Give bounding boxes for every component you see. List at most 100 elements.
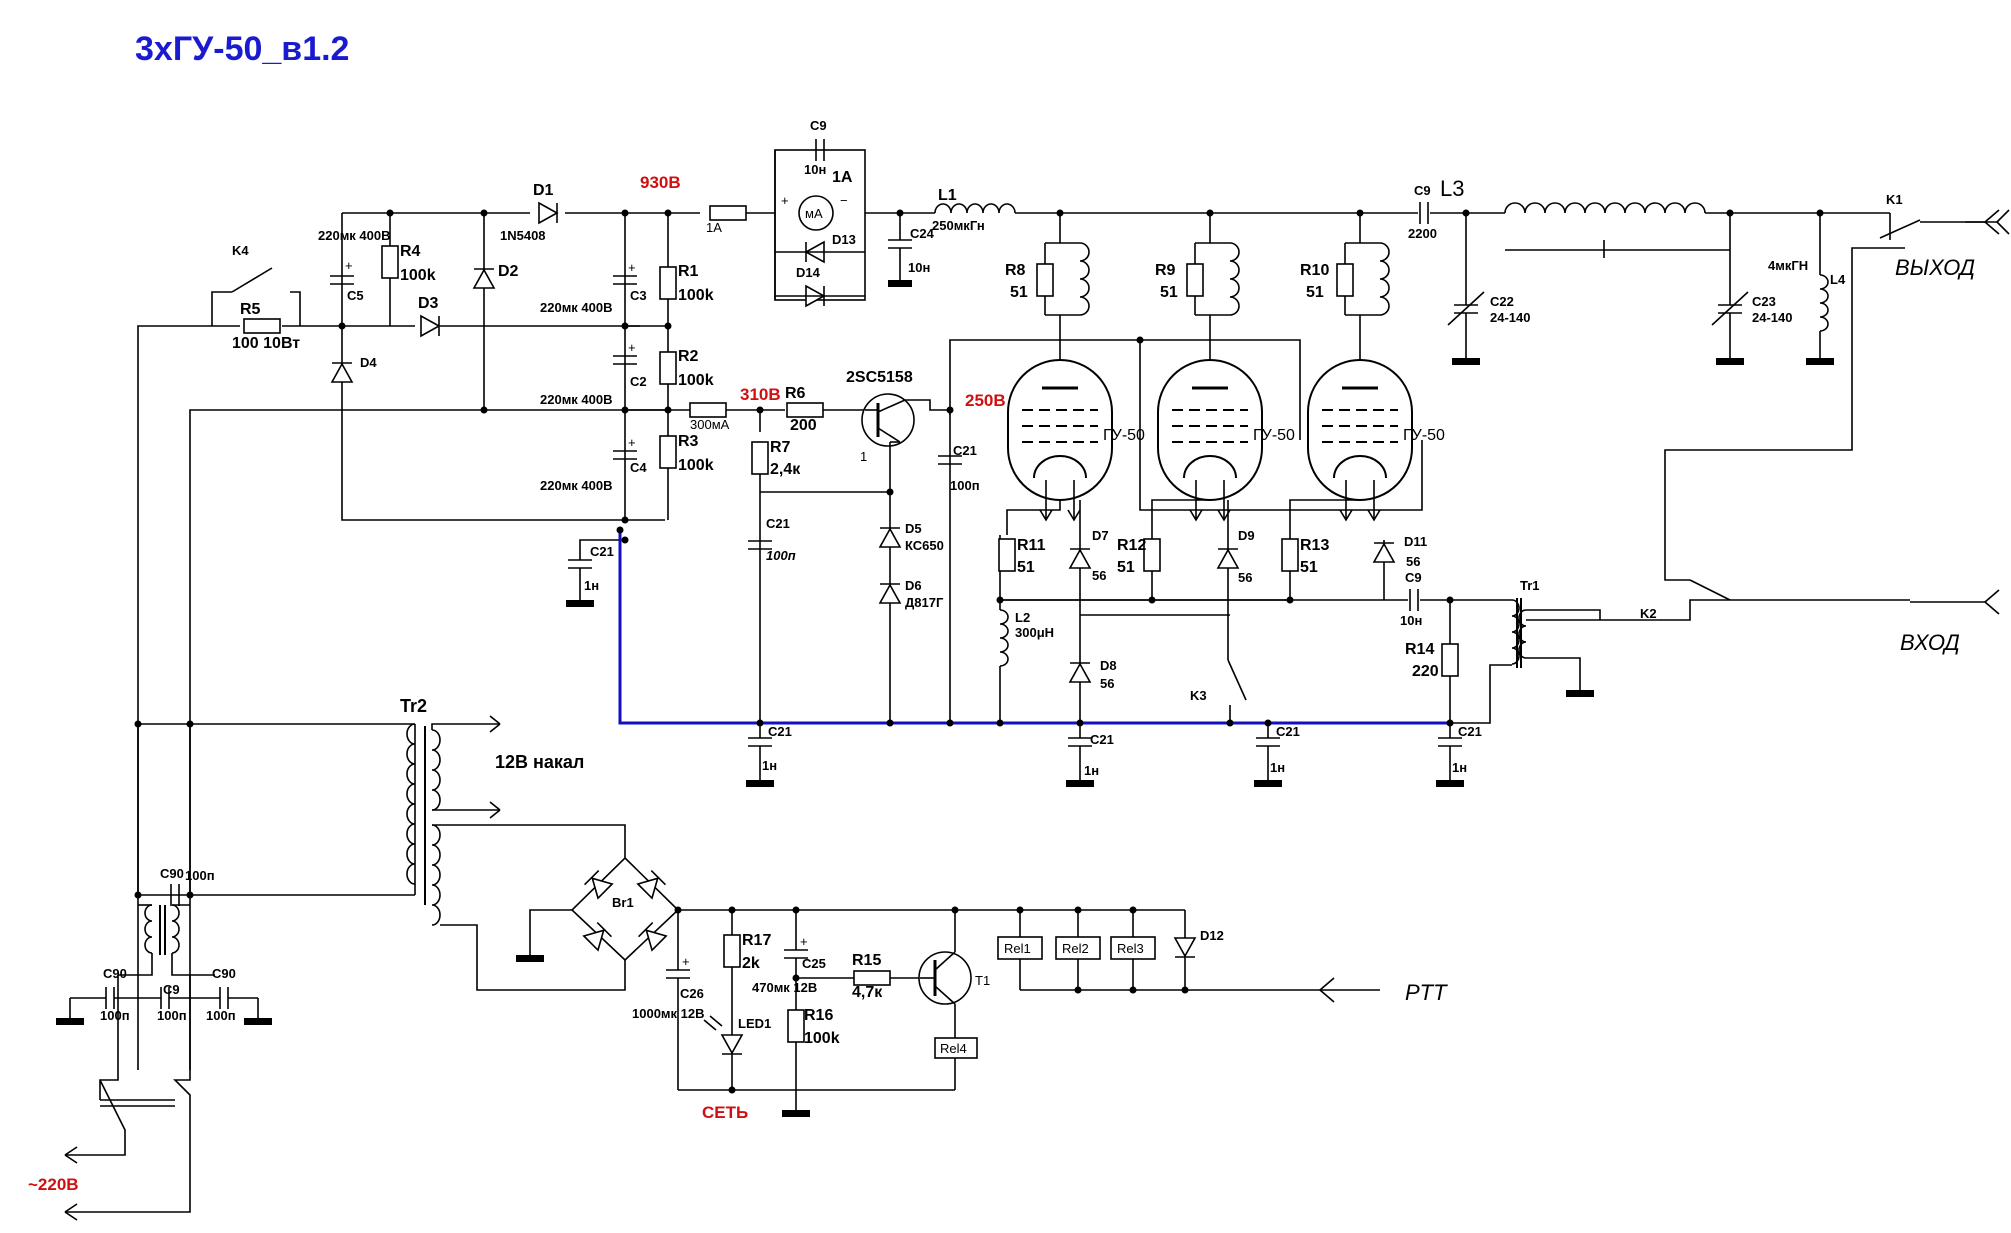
r17-label: R17 <box>742 932 771 949</box>
rel4-label: Rel4 <box>940 1041 967 1056</box>
r7-label: R7 <box>770 439 791 456</box>
k1-label: K1 <box>1886 192 1903 207</box>
r8-label: R8 <box>1005 262 1026 279</box>
d11-value: 56 <box>1406 554 1420 569</box>
d2-label: D2 <box>498 263 519 280</box>
d1-label: D1 <box>533 182 554 199</box>
c21-value-2: 100п <box>766 548 796 563</box>
d1-value: 1N5408 <box>500 228 546 243</box>
c4-label: C4 <box>630 460 647 475</box>
c5-label: C5 <box>347 288 364 303</box>
c3-value: 220мк 400В <box>540 300 613 315</box>
tr1-label: Tr1 <box>1520 578 1540 593</box>
c9-b-value: 2200 <box>1408 226 1437 241</box>
t1-label: T1 <box>975 973 990 988</box>
r15-label: R15 <box>852 952 881 969</box>
svg-text:−: − <box>840 193 848 208</box>
c21-label-1: C21 <box>590 544 614 559</box>
r15-value: 4,7к <box>852 984 883 1001</box>
c9-top-label: C9 <box>810 118 827 133</box>
mains-label: ~220В <box>28 1175 79 1194</box>
tr2-label: Tr2 <box>400 696 427 716</box>
r12-label: R12 <box>1117 537 1146 554</box>
r9-value: 51 <box>1160 284 1178 301</box>
svg-text:+: + <box>628 435 636 450</box>
c26-value: 1000мк 12В <box>632 1006 705 1021</box>
c21-value-7: 1н <box>1452 760 1467 775</box>
l4-value: 4мкГН <box>1768 258 1808 273</box>
c90-label-top: C90 <box>160 866 184 881</box>
c21-value-1: 1н <box>584 578 599 593</box>
svg-text:+: + <box>628 340 636 355</box>
tube-3-label: ГУ-50 <box>1403 427 1445 444</box>
l4-label: L4 <box>1830 272 1846 287</box>
r11-label: R11 <box>1017 537 1046 554</box>
c90-value-top: 100п <box>185 868 215 883</box>
r11-value: 51 <box>1017 559 1035 576</box>
r3-label: R3 <box>678 433 699 450</box>
r13-label: R13 <box>1300 537 1329 554</box>
c23-label: C23 <box>1752 294 1776 309</box>
c24-value: 10н <box>908 260 930 275</box>
svg-text:+: + <box>682 954 690 969</box>
r5-label: R5 <box>240 301 261 318</box>
d14-label: D14 <box>796 265 821 280</box>
c4-value: 220мк 400В <box>540 478 613 493</box>
c21-value-4: 1н <box>762 758 777 773</box>
r1-label: R1 <box>678 263 699 280</box>
page-title: 3хГУ-50_в1.2 <box>135 30 349 68</box>
r5-value: 100 10Вт <box>232 335 300 352</box>
bridge-label: Br1 <box>612 895 634 910</box>
svg-text:1: 1 <box>860 449 867 464</box>
r4-value: 100k <box>400 267 436 284</box>
voltage-250: 250В <box>965 391 1006 410</box>
d8-label: D8 <box>1100 658 1117 673</box>
driver-stage: 300мА R6 200 2SC5158 1 R7 2,4к C21 100п … <box>668 369 980 720</box>
r8-value: 51 <box>1010 284 1028 301</box>
c21-value-5: 1н <box>1084 763 1099 778</box>
r14-label: R14 <box>1405 641 1434 658</box>
r4-label: R4 <box>400 243 421 260</box>
r17-value: 2k <box>742 955 760 972</box>
r16-label: R16 <box>804 1007 833 1024</box>
rel2-label: Rel2 <box>1062 941 1089 956</box>
c25-value: 470мк 12В <box>752 980 817 995</box>
r7-value: 2,4к <box>770 461 801 478</box>
d3-label: D3 <box>418 295 439 312</box>
d6-value: Д817Г <box>905 595 944 610</box>
fuse-300ma-label: 300мА <box>690 417 730 432</box>
c9-top-value: 10н <box>804 162 826 177</box>
k3-label: K3 <box>1190 688 1207 703</box>
svg-text:+: + <box>781 193 789 208</box>
r12-value: 51 <box>1117 559 1135 576</box>
voltage-930: 930В <box>640 173 681 192</box>
r3-value: 100k <box>678 457 714 474</box>
d9-label: D9 <box>1238 528 1255 543</box>
led1-label: LED1 <box>738 1016 771 1031</box>
d11-label: D11 <box>1404 534 1427 549</box>
tube-1-label: ГУ-50 <box>1103 427 1145 444</box>
c21-label-3: C21 <box>953 443 977 458</box>
meter-range: 1А <box>832 169 853 186</box>
mains-filter: Tr2 12В накал C90 100п C90 100п C9 100п … <box>28 696 626 1221</box>
c9-b-label: C9 <box>1414 183 1431 198</box>
c21-label-6: C21 <box>1276 724 1300 739</box>
tr2-heater-note: 12В накал <box>495 752 584 772</box>
tube-2-label: ГУ-50 <box>1253 427 1295 444</box>
plate-rail: L1 250мкГн C24 10н C9 2200 L3 C22 24-140… <box>887 176 2010 581</box>
k4-label: K4 <box>232 243 249 258</box>
c9-c-label: C9 <box>1405 570 1422 585</box>
d13-label: D13 <box>832 232 856 247</box>
d9-value: 56 <box>1238 570 1252 585</box>
c9-d-label: C9 <box>163 982 180 997</box>
c2-value: 220мк 400В <box>540 392 613 407</box>
c90-value-left: 100п <box>100 1008 130 1023</box>
r10-label: R10 <box>1300 262 1329 279</box>
c9-c-value: 10н <box>1400 613 1422 628</box>
rel1-label: Rel1 <box>1004 941 1031 956</box>
d7-label: D7 <box>1092 528 1109 543</box>
r6-label: R6 <box>785 385 806 402</box>
rel3-label: Rel3 <box>1117 941 1144 956</box>
c90-label-left: C90 <box>103 966 127 981</box>
ptt-label: PTT <box>1405 980 1448 1005</box>
